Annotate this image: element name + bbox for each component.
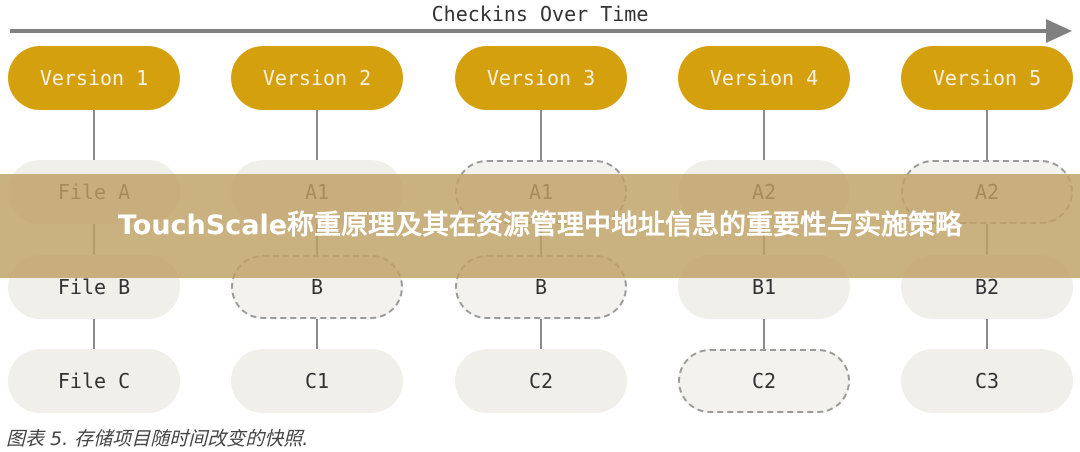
title-banner: TouchScale称重原理及其在资源管理中地址信息的重要性与实施策略 (0, 174, 1080, 278)
version-node: Version 3 (455, 46, 627, 110)
version-node: Version 2 (231, 46, 403, 110)
file-snapshot-unchanged: C2 (678, 349, 850, 413)
figure-caption: 图表 5. 存储项目随时间改变的快照. (6, 428, 309, 450)
timeline-axis (10, 29, 1046, 33)
version-node: Version 5 (901, 46, 1073, 110)
file-snapshot: C2 (455, 349, 627, 413)
timeline-arrow-head (1046, 19, 1072, 43)
version-node: Version 1 (8, 46, 180, 110)
banner-title: TouchScale称重原理及其在资源管理中地址信息的重要性与实施策略 (117, 210, 963, 241)
version-node: Version 4 (678, 46, 850, 110)
file-snapshot: C3 (901, 349, 1073, 413)
timeline-title: Checkins Over Time (431, 2, 649, 26)
file-snapshot: C1 (231, 349, 403, 413)
file-snapshot: File C (8, 349, 180, 413)
